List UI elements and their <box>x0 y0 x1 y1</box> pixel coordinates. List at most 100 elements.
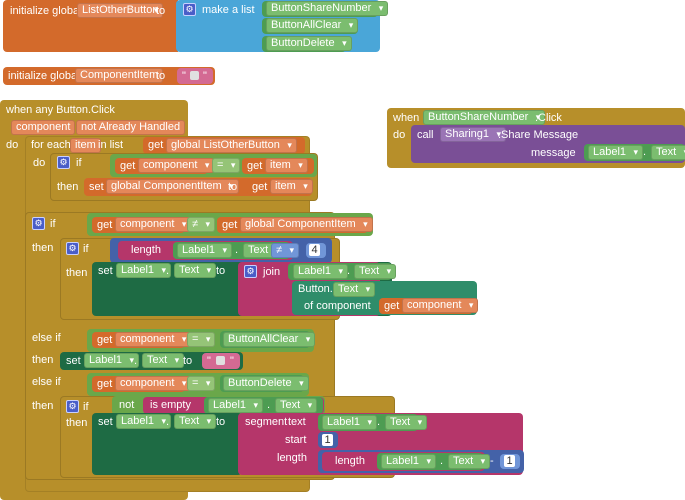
global-name-field[interactable]: ListOtherButton <box>77 3 164 18</box>
if-label: if <box>83 401 89 413</box>
make-a-list-block[interactable]: make a list ButtonShareNumber ButtonAllC… <box>176 0 389 52</box>
component-dropdown[interactable]: ButtonAllClear <box>266 18 359 33</box>
component-dropdown[interactable]: Label1 <box>177 243 233 258</box>
is-empty-block[interactable]: is empty Label1 . Text <box>143 397 324 414</box>
list-item-component-2[interactable]: ButtonAllClear <box>262 18 359 34</box>
property-dropdown[interactable]: Text <box>651 145 685 160</box>
get-component-block[interactable]: get component <box>379 298 479 314</box>
component-dropdown[interactable]: Label1 <box>588 145 644 160</box>
call-share-message-block[interactable]: call Sharing1 .Share Message message Lab… <box>411 125 685 163</box>
empty-string-block[interactable]: " " <box>202 353 240 369</box>
component-dropdown[interactable]: ButtonDelete <box>266 36 352 51</box>
operator-dropdown[interactable]: ≠ <box>187 217 216 232</box>
get-var-dropdown[interactable]: global ListOtherButton <box>166 138 297 153</box>
property-dropdown[interactable]: Text <box>275 398 318 413</box>
init-component-item-block[interactable]: initialize global ComponentItem to " " <box>3 67 215 85</box>
not-block[interactable]: not is empty Label1 . Text <box>112 396 325 415</box>
component-block[interactable]: ButtonDelete <box>220 375 309 392</box>
get-global-list-block[interactable]: get global ListOtherButton <box>143 137 305 154</box>
get-component-block[interactable]: get component <box>92 332 192 348</box>
property-dropdown[interactable]: Text <box>448 454 491 469</box>
component-dropdown[interactable]: ButtonDelete <box>223 376 309 391</box>
component-dropdown[interactable]: Label1 <box>84 353 140 368</box>
component-dropdown[interactable]: Label1 <box>116 414 172 429</box>
get-var-dropdown[interactable]: component <box>115 332 192 347</box>
length-block[interactable]: length Label1 . Text <box>118 241 293 260</box>
if-mutator-gear-icon[interactable] <box>66 400 79 413</box>
number-block[interactable]: 1 <box>318 432 338 448</box>
set-label1-text-block-3[interactable]: set Label1 . Text to <box>92 413 242 475</box>
operator-dropdown[interactable]: = <box>187 376 216 391</box>
empty-text-field[interactable] <box>216 356 225 365</box>
compare-eq-block[interactable]: get component = get item <box>110 154 317 177</box>
math-compare-block[interactable]: length Label1 . Text ≠ 4 <box>110 238 332 263</box>
global-name-field[interactable]: ComponentItem <box>75 68 164 83</box>
operator-dropdown[interactable]: = <box>212 158 241 173</box>
property-dropdown[interactable]: Text <box>142 353 185 368</box>
component-dropdown[interactable]: Label1 <box>293 264 349 279</box>
get-component-block[interactable]: get component <box>115 158 215 174</box>
number-value[interactable]: 4 <box>309 244 320 256</box>
number-value[interactable]: 1 <box>322 434 333 446</box>
component-dropdown[interactable]: Label1 <box>116 263 172 278</box>
param-component[interactable]: component <box>11 120 76 135</box>
get-item-block[interactable]: get item <box>242 158 314 174</box>
component-dropdown[interactable]: Label1 <box>322 415 378 430</box>
empty-string-block[interactable]: " " <box>177 68 213 84</box>
param-not-already-handled[interactable]: not Already Handled <box>76 120 186 135</box>
operator-dropdown[interactable]: = <box>187 332 216 347</box>
label1-text-getter[interactable]: Label1 . Text <box>584 144 685 161</box>
property-dropdown[interactable]: Text <box>174 263 217 278</box>
set-global-component-item-block[interactable]: set global ComponentItem to get item <box>84 178 313 196</box>
set-label1-text-block-2[interactable]: set Label1 . Text to " " <box>60 352 243 370</box>
if-mutator-gear-icon[interactable] <box>57 156 70 169</box>
property-dropdown[interactable]: Text <box>174 414 217 429</box>
if-mutator-gear-icon[interactable] <box>32 217 45 230</box>
label1-text-getter[interactable]: Label1 . Text <box>318 414 428 431</box>
get-item-block[interactable]: get item <box>247 179 313 195</box>
init-list-other-button-block[interactable]: initialize global ListOtherButton to <box>3 0 178 52</box>
component-dropdown[interactable]: ButtonAllClear <box>223 332 316 347</box>
get-var-dropdown[interactable]: item <box>265 158 308 173</box>
subtract-block[interactable]: length Label1 . Text - 1 <box>318 450 524 473</box>
component-dropdown[interactable]: ButtonShareNumber <box>266 1 389 16</box>
compare-eq-delete-block[interactable]: get component = ButtonDelete <box>87 373 309 396</box>
if-mutator-gear-icon[interactable] <box>66 242 79 255</box>
label1-text-getter[interactable]: Label1 . Text <box>204 397 323 414</box>
compare-neq-block[interactable]: get component ≠ get global ComponentItem <box>87 213 373 236</box>
number-block[interactable]: 1 <box>500 454 520 469</box>
any-button-text-getter[interactable]: Button. Text of component get component <box>292 281 479 315</box>
empty-text-field[interactable] <box>190 71 199 80</box>
set-var-dropdown[interactable]: global ComponentItem <box>106 179 239 194</box>
get-var-dropdown[interactable]: global ComponentItem <box>240 217 373 232</box>
set-label: set <box>89 181 104 193</box>
component-dropdown[interactable]: Label1 <box>381 454 437 469</box>
number-value[interactable]: 1 <box>504 455 515 467</box>
get-var-dropdown[interactable]: component <box>115 376 192 391</box>
get-var-dropdown[interactable]: component <box>115 217 192 232</box>
component-block[interactable]: ButtonAllClear <box>220 331 316 348</box>
label1-text-getter[interactable]: Label1 . Text <box>377 453 491 470</box>
property-dropdown[interactable]: Text <box>385 415 428 430</box>
property-dropdown[interactable]: Text <box>333 282 376 297</box>
list-item-component-3[interactable]: ButtonDelete <box>262 36 352 52</box>
property-dropdown[interactable]: Text <box>354 264 397 279</box>
list-item-component-1[interactable]: ButtonShareNumber <box>262 1 389 17</box>
get-var-dropdown[interactable]: component <box>402 298 479 313</box>
component-dropdown[interactable]: Sharing1 <box>440 127 507 142</box>
get-component-block[interactable]: get component <box>92 217 192 233</box>
compare-eq-allclear-block[interactable]: get component = ButtonAllClear <box>87 329 316 352</box>
length-block[interactable]: length Label1 . Text <box>322 452 491 471</box>
operator-dropdown[interactable]: ≠ <box>271 243 300 258</box>
label1-text-getter[interactable]: Label1 . Text <box>288 263 397 280</box>
get-var-dropdown[interactable]: component <box>138 158 215 173</box>
item-param[interactable]: item <box>70 138 101 153</box>
join-mutator-gear-icon[interactable] <box>244 265 257 278</box>
get-component-block[interactable]: get component <box>92 376 192 392</box>
component-dropdown[interactable]: ButtonShareNumber <box>423 110 546 125</box>
get-global-component-item-block[interactable]: get global ComponentItem <box>217 217 373 233</box>
number-block[interactable]: 4 <box>306 243 326 258</box>
mutator-gear-icon[interactable] <box>183 3 196 16</box>
component-dropdown[interactable]: Label1 <box>208 398 264 413</box>
get-var-dropdown[interactable]: item <box>270 179 313 194</box>
